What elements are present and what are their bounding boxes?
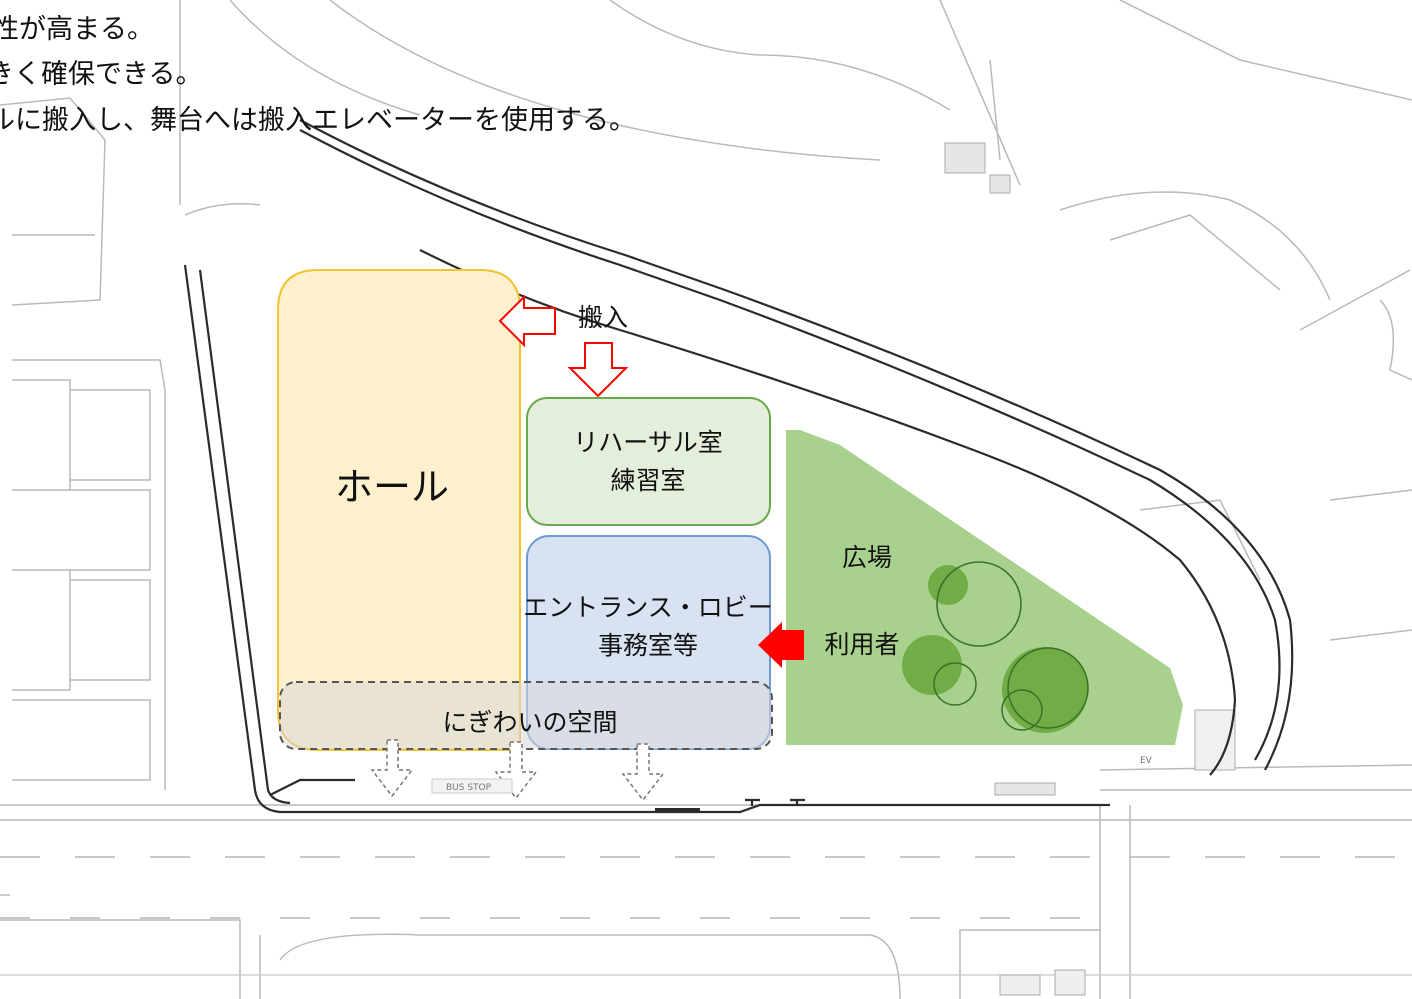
hall-label: ホール [335, 465, 449, 509]
road-centerline [0, 856, 1412, 919]
user-arrow-icon [758, 622, 804, 668]
exit-arrow-icon [621, 743, 665, 802]
rehearsal-label-line1: リハーサル室 [573, 428, 723, 457]
rehearsal-label-line2: 練習室 [610, 466, 685, 495]
entrance-label-line1: エントランス・ロビー [523, 593, 773, 622]
exit-arrow-icon [370, 739, 414, 798]
elevated-road [183, 119, 1294, 814]
delivery-arrow-down-icon [567, 342, 629, 398]
note-line-2: きく確保できる。 [0, 59, 203, 90]
users-label: 利用者 [824, 630, 899, 659]
note-line-1: 性が高まる。 [0, 14, 154, 45]
entrance-label-line2: 事務室等 [598, 631, 698, 660]
note-line-3: ルに搬入し、舞台へは搬入エレベーターを使用する。 [0, 105, 636, 136]
delivery-arrow-left-icon [498, 294, 556, 348]
tree-icon [902, 561, 1089, 733]
rehearsal-zone: リハーサル室 練習室 [526, 397, 771, 526]
delivery-label: 搬入 [578, 303, 628, 332]
nigiwai-label: にぎわいの空間 [442, 708, 617, 737]
nigiwai-zone: にぎわいの空間 [279, 681, 773, 750]
plaza-zone: 広場 利用者 [786, 430, 1183, 745]
hall-zone: ホール [277, 269, 521, 751]
bus-stop-label: BUS STOP [446, 783, 492, 793]
plaza-label: 広場 [842, 543, 892, 572]
ev-label: EV [1140, 756, 1153, 766]
